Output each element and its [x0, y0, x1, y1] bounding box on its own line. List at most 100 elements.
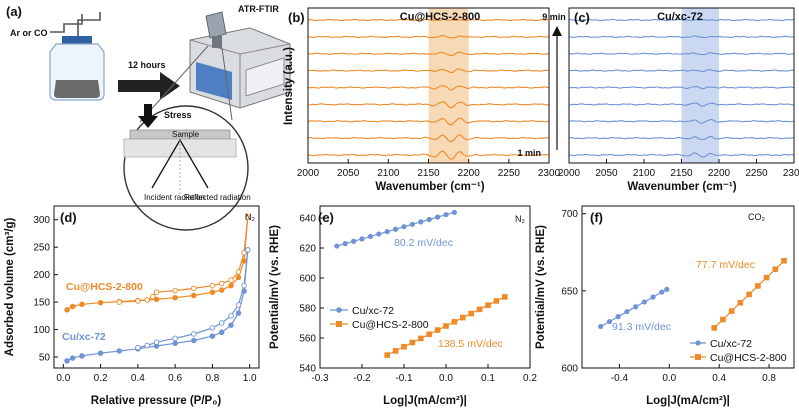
tafel-plot — [598, 257, 787, 331]
spectrum-line — [568, 52, 795, 56]
legend-marker — [336, 307, 342, 313]
data-point — [69, 303, 76, 310]
data-point — [135, 298, 141, 304]
data-point — [191, 337, 197, 344]
x-tick-label: 2300 — [538, 168, 561, 179]
data-point — [641, 299, 647, 305]
y-axis-title: Potential/mV (vs. RHE) — [535, 225, 547, 349]
data-point — [79, 353, 85, 359]
data-point — [393, 226, 399, 232]
ftir-instrument-icon — [189, 11, 291, 109]
bottle-icon — [49, 12, 105, 101]
x-tick-label: 2250 — [498, 168, 521, 179]
x-tick-label: 0.2 — [523, 373, 537, 384]
data-point — [624, 309, 630, 315]
data-point — [153, 289, 160, 295]
x-tick-label: 2000 — [297, 168, 320, 179]
data-point — [376, 231, 382, 237]
plot-frame — [581, 205, 795, 369]
spectra-group — [568, 18, 795, 158]
x-tick-label: -0.1 — [395, 373, 413, 384]
spectrum-line — [568, 135, 795, 141]
data-point — [728, 308, 735, 314]
x-tick-label: -0.2 — [353, 373, 371, 384]
data-point — [606, 318, 613, 325]
spectrum-line — [307, 34, 549, 39]
data-point — [418, 335, 424, 342]
plot-frame — [319, 205, 531, 369]
data-point — [659, 289, 665, 295]
data-point — [150, 293, 156, 300]
x-axis-title: Wavenumber (cm⁻¹) — [375, 181, 484, 193]
data-point — [172, 340, 178, 347]
x-tick-label: 0.0 — [662, 373, 676, 384]
time-top-label: 9 min — [542, 12, 566, 22]
y-tick-label: 300 — [33, 215, 50, 226]
data-point — [64, 307, 70, 313]
data-point — [720, 316, 726, 323]
x-tick-label: 2150 — [417, 168, 440, 179]
data-point — [69, 355, 76, 361]
panel-label-c: (c) — [574, 10, 590, 25]
y-axis-title: Potential/mV (vs. RHE) — [269, 225, 281, 349]
legend-marker — [336, 321, 342, 327]
spectrum-line — [568, 35, 794, 39]
data-point — [218, 287, 225, 293]
series-label-cu-hcs: Cu@HCS-2-800 — [66, 281, 143, 293]
y-tick-label: 250 — [33, 243, 50, 254]
data-point — [218, 329, 225, 336]
x-tick-label: 2050 — [337, 168, 360, 179]
spectrum-line — [307, 51, 550, 56]
data-point — [711, 325, 717, 331]
legend: Cu/xc-72 Cu@HCS-2-800 — [690, 338, 787, 364]
legend-marker — [695, 354, 701, 360]
data-point — [172, 294, 178, 301]
x-tick-label: 2100 — [633, 168, 656, 179]
data-point — [468, 310, 474, 317]
y-tick-label: 150 — [33, 298, 50, 309]
data-point — [443, 212, 449, 218]
data-point — [493, 298, 500, 304]
data-point — [781, 257, 787, 264]
x-tick-label: 2150 — [670, 168, 693, 179]
x-tick-label: 2300 — [783, 168, 799, 179]
spectrum-line — [568, 118, 795, 124]
data-point — [191, 292, 197, 299]
data-point — [228, 313, 234, 319]
tafel-plot — [334, 209, 508, 358]
data-point — [384, 352, 390, 358]
data-point — [241, 282, 247, 289]
panel-label-b: (b) — [288, 10, 305, 25]
x-tick-label: 0.4 — [131, 373, 145, 384]
data-point — [598, 323, 604, 330]
time-arrow: 9 min 1 min — [517, 12, 565, 158]
x-tick-label: 1.0 — [243, 373, 257, 384]
arrow-icon — [118, 72, 180, 100]
data-point — [351, 238, 357, 244]
data-point — [218, 280, 225, 287]
data-point — [79, 301, 85, 308]
schematic-panel: (a) Ar or CO 12 hours ATR-FTIR — [6, 4, 291, 231]
data-point — [485, 302, 491, 308]
panel-label-e: (e) — [318, 210, 334, 225]
x-tick-label: 2000 — [558, 168, 581, 179]
data-point — [172, 335, 178, 342]
x-tick-label: 2250 — [745, 168, 768, 179]
spectrum-line — [307, 150, 550, 160]
data-point — [245, 247, 251, 253]
data-point — [153, 339, 160, 345]
x-tick-label: -0.3 — [311, 373, 329, 384]
isotherm-plot — [64, 214, 251, 364]
x-axis-title: Relative pressure (P/P₀) — [91, 395, 222, 407]
data-point — [191, 285, 197, 292]
data-point — [443, 323, 449, 329]
y-tick-label: 640 — [299, 214, 316, 225]
y-axis-title: Intensity (a.u.) — [283, 47, 295, 125]
stress-arrow-icon — [138, 104, 158, 128]
data-point — [426, 331, 432, 338]
